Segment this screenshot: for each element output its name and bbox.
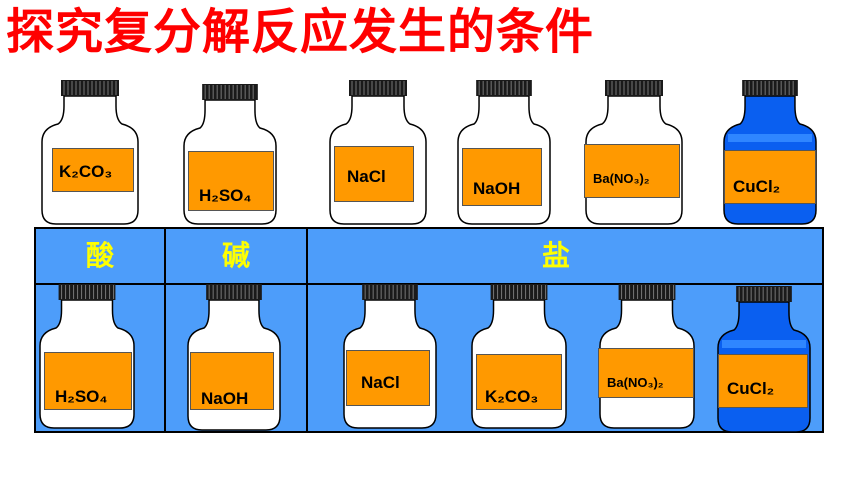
bottle-cap [618, 284, 676, 300]
bottle-label-text: K₂CO₃ [485, 387, 539, 406]
bottle-label: Ba(NO₃)₂ [598, 348, 694, 398]
bottle-label-text: K₂CO₃ [59, 162, 113, 181]
bottle-cap [58, 284, 116, 300]
bottle-top-naoh[interactable]: NaOH [456, 80, 552, 226]
bottle-label-text: H₂SO₄ [199, 186, 252, 205]
bottle-bottom-cucl2[interactable]: CuCl₂ [716, 286, 812, 434]
bottle-label-text: Ba(NO₃)₂ [607, 375, 664, 390]
bottle-label: H₂SO₄ [188, 151, 274, 211]
bottle-label: K₂CO₃ [476, 354, 562, 410]
bottle-top-h2so4[interactable]: H₂SO₄ [182, 84, 278, 226]
bottle-label: NaOH [190, 352, 274, 410]
bottle-bottom-nacl[interactable]: NaCl [342, 284, 438, 430]
bottle-label-text: Ba(NO₃)₂ [593, 171, 650, 186]
bottle-cap [742, 80, 798, 96]
bottle-bottom-naoh[interactable]: NaOH [186, 284, 282, 432]
bottle-label-text: NaCl [361, 373, 400, 392]
bottle-cap [349, 80, 407, 96]
liquid-highlight [722, 340, 806, 348]
bottle-label: H₂SO₄ [44, 352, 132, 410]
bottle-label: NaCl [346, 350, 430, 406]
bottle-bottom-k2co3[interactable]: K₂CO₃ [470, 284, 568, 430]
bottle-label-text: CuCl₂ [727, 379, 775, 398]
bottle-top-cucl2[interactable]: CuCl₂ [722, 80, 818, 226]
liquid-highlight [728, 134, 812, 142]
bottle-label-text: NaCl [347, 167, 386, 186]
bottle-label: NaOH [462, 148, 542, 206]
bottle-cap [605, 80, 663, 96]
bottle-label: K₂CO₃ [52, 148, 134, 192]
bottle-label-text: CuCl₂ [733, 177, 781, 196]
category-salt-label: 盐 [541, 239, 570, 272]
bottle-cap [736, 286, 792, 302]
bottle-top-nacl[interactable]: NaCl [328, 80, 428, 226]
bottle-cap [202, 84, 258, 100]
bottle-label-text: H₂SO₄ [55, 387, 108, 406]
bottle-label: Ba(NO₃)₂ [584, 144, 680, 198]
bottle-top-bano3[interactable]: Ba(NO₃)₂ [584, 80, 684, 226]
bottle-cap [61, 80, 119, 96]
bottle-top-k2co3[interactable]: K₂CO₃ [40, 80, 140, 226]
bottle-cap [362, 284, 418, 300]
page-title: 探究复分解反应发生的条件 [6, 4, 595, 60]
bottle-cap [490, 284, 548, 300]
category-base-label: 碱 [221, 239, 250, 272]
bottle-label: CuCl₂ [718, 354, 808, 408]
bottle-label-text: NaOH [473, 179, 521, 198]
shelf-divider-acid-base [164, 227, 166, 433]
shelf-divider-base-salt [306, 227, 308, 433]
bottle-label-text: NaOH [201, 389, 249, 408]
bottle-cap [476, 80, 532, 96]
bottle-cap [206, 284, 262, 300]
category-acid-label: 酸 [85, 239, 114, 272]
bottle-label: NaCl [334, 146, 414, 202]
bottle-label: CuCl₂ [724, 150, 816, 204]
category-shelf [34, 227, 824, 285]
bottle-bottom-h2so4[interactable]: H₂SO₄ [38, 284, 136, 430]
bottle-bottom-bano3[interactable]: Ba(NO₃)₂ [598, 284, 696, 430]
